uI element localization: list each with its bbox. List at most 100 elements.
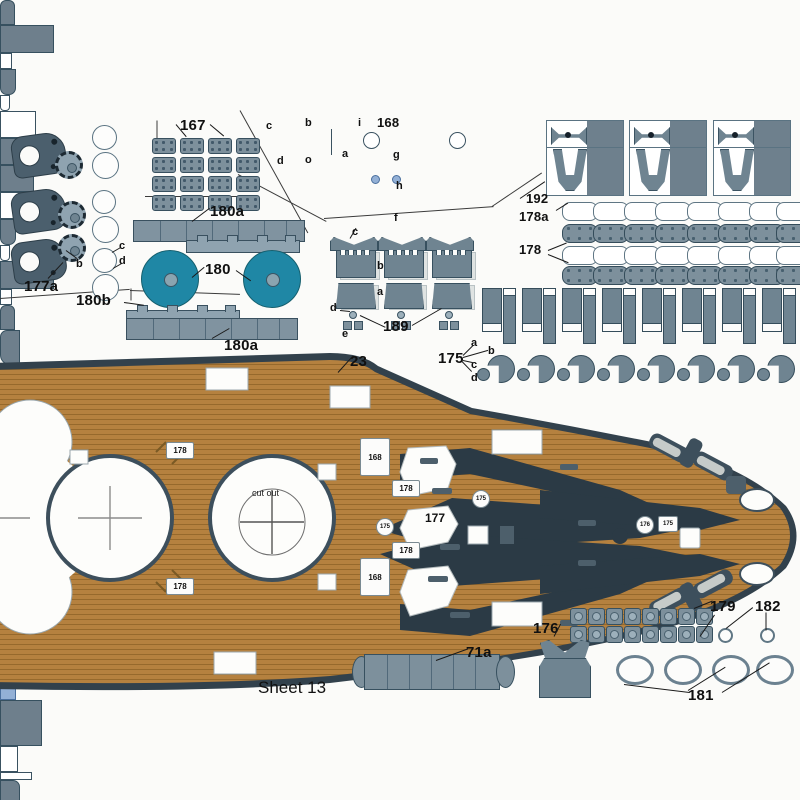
sublabel-189-b: b [377, 260, 384, 272]
part-179 [660, 626, 677, 643]
deck-tag-178: 178 [166, 442, 194, 459]
part-178a [776, 246, 800, 265]
part-175-d [557, 368, 570, 381]
part-192-panel [629, 120, 707, 196]
part-168-h-dot2 [392, 175, 401, 184]
part-179 [678, 608, 695, 625]
sublabel-177a-c: c [119, 240, 126, 252]
sublabel-168-i: i [358, 117, 362, 129]
part-179 [588, 608, 605, 625]
part-178a [655, 246, 691, 265]
part-178 [655, 224, 691, 243]
sublabel-175-b: b [488, 345, 495, 357]
part-192-panel [713, 120, 791, 196]
part-178 [718, 266, 754, 285]
callout-182: 182 [755, 598, 781, 615]
part-189-e [439, 321, 448, 330]
part-167 [180, 157, 204, 173]
part-175-b [783, 288, 796, 344]
deck-hatches [69, 367, 543, 675]
part-175-a [722, 288, 742, 332]
part-179 [606, 608, 623, 625]
callout-167: 167 [180, 117, 206, 134]
deck-tag-178: 178 [392, 542, 420, 559]
deck-square [679, 527, 701, 549]
part-179 [570, 608, 587, 625]
sublabel-189-c: c [352, 226, 359, 238]
sublabel-168-c: c [266, 120, 273, 132]
part-167 [236, 176, 260, 192]
sublabel-175-d: d [471, 372, 478, 384]
part-168-c-right [0, 305, 15, 330]
part-168-a-right-window [0, 746, 18, 772]
part-179 [624, 626, 641, 643]
callout-175: 175 [438, 350, 464, 367]
part-175-a [602, 288, 622, 332]
callout-168: 168 [377, 115, 400, 130]
sublabel-189-d: d [330, 302, 337, 314]
callout-71a: 71a [466, 644, 492, 661]
part-178 [776, 266, 800, 285]
part-189-b [432, 250, 472, 278]
part-182 [718, 628, 733, 643]
callout-192: 192 [526, 191, 549, 206]
part-189-e [343, 321, 352, 330]
deck-tag-175-box: 175 [658, 516, 678, 532]
sublabel-168-o: o [305, 154, 312, 166]
part-179 [642, 608, 659, 625]
deck-turret-barrels [500, 433, 775, 617]
part-189-d [349, 311, 357, 319]
part-175-a [642, 288, 662, 332]
sublabel-175-c: c [471, 359, 478, 371]
part-175-d [717, 368, 730, 381]
part-182 [760, 628, 775, 643]
part-167 [208, 176, 232, 192]
ship-deck: 178 178 168 168 178 178 177 175 175 176 … [0, 330, 800, 720]
part-168-mirror-i-circle [449, 132, 466, 149]
part-175-d [637, 368, 650, 381]
deck-fairings [399, 445, 459, 617]
sublabel-168-a: a [342, 148, 349, 160]
callout-180b: 180b [76, 292, 111, 309]
sublabel-168-f: f [394, 212, 398, 224]
part-177a-ring-d [92, 274, 119, 301]
part-167 [208, 138, 232, 154]
part-179 [606, 626, 623, 643]
part-178a [655, 202, 691, 221]
part-168-u-right-hole [0, 245, 10, 261]
part-177a-gear-b [55, 151, 83, 179]
part-178a [776, 202, 800, 221]
part-179 [660, 608, 677, 625]
part-167 [152, 138, 176, 154]
part-177a-gear-b [58, 234, 86, 262]
part-168-b-divider [331, 129, 332, 155]
part-175-a [682, 288, 702, 332]
part-177a-ring-d [92, 216, 119, 243]
part-175-d [757, 368, 770, 381]
deck-cutout-inner [238, 488, 306, 556]
part-189-e [354, 321, 363, 330]
deck-dot [612, 528, 628, 544]
sublabel-175-a: a [471, 337, 478, 349]
part-181 [616, 655, 654, 685]
deck-cutout-label: cut out [252, 488, 280, 498]
callout-180: 180 [205, 261, 231, 278]
part-176-body [539, 658, 591, 698]
part-179 [678, 626, 695, 643]
part-189-e [391, 321, 400, 330]
sublabel-168-b: b [305, 117, 312, 129]
sublabel-189-a: a [377, 286, 384, 298]
part-167 [236, 157, 260, 173]
part-189-a [384, 283, 424, 309]
part-189-d [397, 311, 405, 319]
part-71a-body [364, 654, 500, 690]
part-168-u-hole [0, 95, 10, 111]
part-175-d [677, 368, 690, 381]
part-175-b [583, 288, 596, 344]
part-177a-gear-b [58, 201, 86, 229]
part-175-d [597, 368, 610, 381]
deck-tag-178: 178 [166, 578, 194, 595]
leader-182-b [765, 612, 767, 631]
part-175-b [543, 288, 556, 344]
part-175-d [517, 368, 530, 381]
